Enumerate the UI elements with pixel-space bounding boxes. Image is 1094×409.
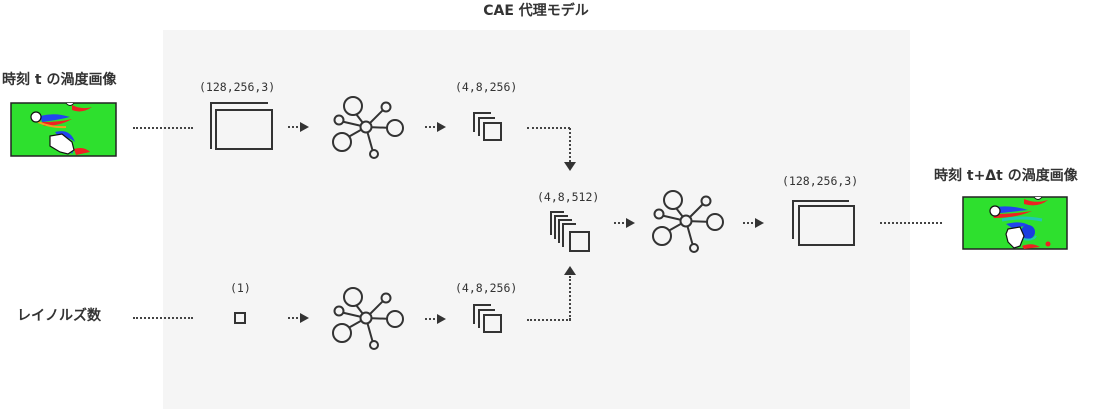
tensor-stack-large-icon: [210, 102, 276, 152]
reynolds-number-label: レイノルズ数: [17, 308, 101, 324]
arrow-right-icon: [743, 217, 765, 229]
output-vorticity-image: [962, 196, 1068, 250]
arrow-right-icon: [288, 121, 310, 133]
decoder-network-icon: [651, 188, 727, 254]
connector-line: [569, 128, 571, 162]
cae-surrogate-model-panel: [163, 30, 910, 409]
connector-line: [527, 127, 570, 129]
scalar-input-shape-label: (1): [230, 281, 251, 295]
arrow-up-icon: [564, 266, 576, 276]
connector-line: [527, 319, 571, 321]
connector-line: [133, 127, 193, 129]
connector-line: [569, 276, 571, 320]
arrow-right-icon: [425, 121, 447, 133]
arrow-right-icon: [425, 313, 447, 325]
connector-line: [133, 317, 193, 319]
input-vorticity-image: [10, 102, 117, 157]
connector-line: [880, 222, 942, 224]
image-input-shape-label: (128,256,3): [199, 80, 276, 94]
output-image-label: 時刻 t+Δt の渦度画像: [934, 168, 1078, 184]
concat-shape-label: (4,8,512): [537, 190, 600, 204]
input-image-label: 時刻 t の渦度画像: [2, 72, 117, 88]
scalar-encoder-network-icon: [331, 285, 407, 351]
feature-map-stack-icon: [473, 304, 503, 334]
image-latent-shape-label: (4,8,256): [455, 80, 518, 94]
scalar-square-icon: [234, 312, 246, 324]
arrow-right-icon: [288, 312, 310, 324]
arrow-down-icon: [564, 162, 576, 172]
diagram-title: CAE 代理モデル: [483, 3, 589, 19]
feature-map-stack-icon: [473, 112, 503, 142]
arrow-right-icon: [614, 217, 636, 229]
concat-feature-stack-icon: [550, 211, 592, 253]
output-shape-label: (128,256,3): [782, 174, 859, 188]
tensor-stack-large-icon: [792, 200, 858, 248]
scalar-latent-shape-label: (4,8,256): [455, 281, 518, 295]
encoder-network-icon: [331, 94, 407, 160]
